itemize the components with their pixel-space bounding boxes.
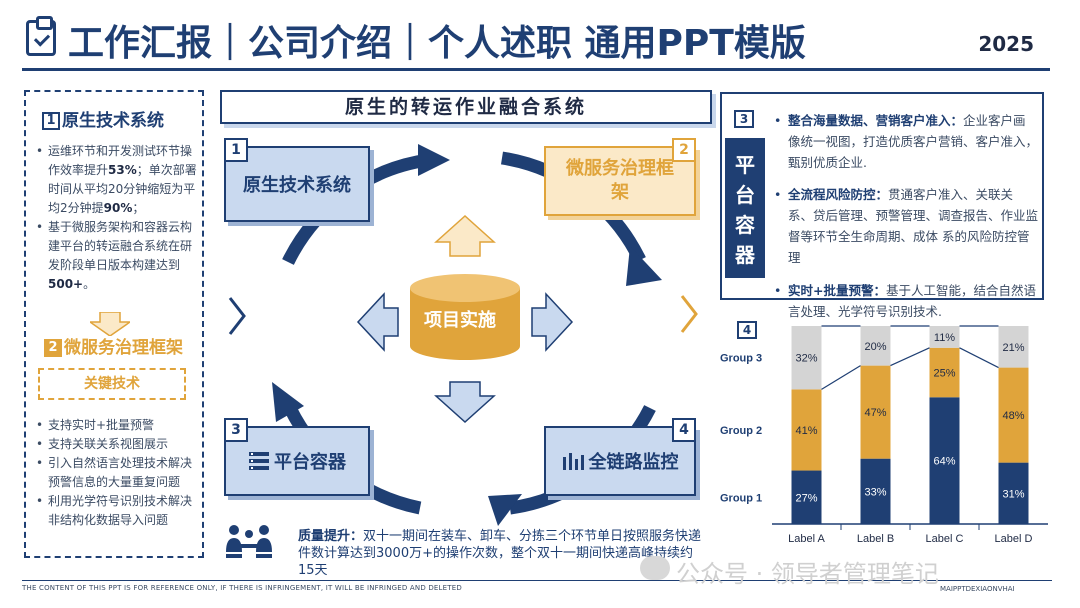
arrow-down-icon — [434, 381, 496, 424]
platform-container-label: 平台容器 — [725, 138, 765, 278]
x-tick-label: Label D — [995, 533, 1033, 545]
footer-disclaimer: THE CONTENT OF THIS PPT IS FOR REFERENCE… — [22, 584, 462, 592]
bar-segment — [860, 365, 891, 459]
list-item: 引入自然语言处理技术解决预警信息的大量重复问题 — [34, 454, 200, 492]
section1-number: 1 — [42, 112, 60, 130]
node-label: 平台容器 — [274, 452, 346, 473]
bar-segment — [791, 326, 822, 390]
year-label: 2025 — [978, 32, 1034, 56]
right-bullet-2: 全流程风险防控：贯通客户准入、关联关系、贷后管理、预警管理、调查报告、作业监督等… — [774, 184, 1038, 268]
right-bullet-1: 整合海量数据、营销客户准入：企业客户画像统一视图，打造优质客户营销、客户准入，甄… — [774, 110, 1038, 173]
bar-segment — [998, 462, 1029, 524]
key-tech-label: 关键技术 — [38, 368, 186, 400]
arrow-right-icon — [531, 292, 574, 352]
node-number: 3 — [224, 418, 248, 442]
bar-segment — [791, 389, 822, 471]
bar-chart-icon — [562, 453, 584, 470]
bar-segment — [791, 470, 822, 524]
node-2: 2 微服务治理框架 — [544, 138, 696, 216]
arrow-left-icon — [356, 292, 399, 352]
node-number: 4 — [672, 418, 696, 442]
section2-title-text: 微服务治理框架 — [64, 338, 183, 358]
bar-data-label: 25% — [933, 368, 955, 380]
list-item: 支持实时+批量预警 — [34, 416, 200, 435]
quality-text: 质量提升：双十一期间在装车、卸车、分拣三个环节单日按照服务快递件数计算达到300… — [298, 529, 702, 578]
wechat-logo-icon — [640, 556, 670, 580]
section2-bullets: 支持实时+批量预警 支持关联关系视图展示 引入自然语言处理技术解决预警信息的大量… — [34, 416, 200, 530]
core-label: 项目实施 — [424, 310, 496, 331]
list-item: 运维环节和开发测试环节操作效率提升53%；单次部署时间从平均20分钟缩短为平均2… — [34, 142, 200, 218]
clipboard-icon — [26, 16, 56, 56]
bar-segment — [860, 326, 891, 366]
arc-arrowhead — [626, 246, 662, 286]
bar-data-label: 47% — [864, 407, 886, 419]
legend-label: Group 2 — [720, 425, 762, 437]
box4-number: 4 — [737, 321, 757, 339]
bar-segment — [929, 397, 960, 524]
bar-data-label: 27% — [795, 492, 817, 504]
node-label: 原生技术系统 — [243, 175, 351, 196]
down-arrow-icon — [90, 312, 130, 336]
section1-bullets: 运维环节和开发测试环节操作效率提升53%；单次部署时间从平均20分钟缩短为平均2… — [34, 142, 200, 294]
list-item: 利用光学符号识别技术解决非结构化数据导入问题 — [34, 492, 200, 530]
bar-segment — [998, 326, 1029, 368]
box3-number: 3 — [734, 110, 754, 128]
cylinder-icon — [410, 274, 520, 360]
connector-line — [821, 365, 861, 390]
section2-number: 2 — [44, 339, 62, 357]
chevron-left-icon — [228, 297, 246, 335]
bar-segment — [929, 347, 960, 398]
arc-arrowhead — [488, 494, 522, 526]
legend-label: Group 3 — [720, 353, 762, 365]
server-icon — [249, 452, 269, 470]
arc-arrowhead — [418, 144, 450, 176]
bar-data-label: 32% — [795, 353, 817, 365]
list-item: 基于微服务架构和容器云构建平台的转运融合系统在研发阶段单日版本构建达到500+。 — [34, 218, 200, 294]
side-label-text: 平台容器 — [735, 153, 755, 267]
bar-segment — [860, 458, 891, 524]
section1-title-text: 原生技术系统 — [62, 111, 164, 131]
bar-segment — [929, 326, 960, 348]
list-item: 支持关联关系视图展示 — [34, 435, 200, 454]
bar-data-label: 20% — [864, 341, 886, 353]
watermark: 公众号 · 领导者管理笔记 — [676, 560, 939, 588]
footer-divider — [22, 580, 1052, 581]
node-3: 3 平台容器 — [224, 418, 370, 496]
connector-line — [890, 347, 930, 367]
footer-brand: MAIPPTDEXIAONVHAI — [940, 585, 1015, 593]
connector-line — [959, 347, 999, 369]
x-tick-label: Label A — [788, 533, 825, 545]
node-number: 1 — [224, 138, 248, 162]
header-divider — [22, 68, 1050, 71]
legend-label: Group 1 — [720, 492, 762, 504]
node-1: 1 原生技术系统 — [224, 138, 370, 222]
bar-data-label: 41% — [795, 425, 817, 437]
chevron-right-icon — [680, 295, 698, 333]
x-tick-label: Label B — [857, 533, 894, 545]
arc-arrowhead — [272, 382, 304, 422]
left-panel — [24, 90, 204, 558]
bar-data-label: 48% — [1002, 410, 1024, 422]
bar-segment — [998, 367, 1029, 463]
x-tick-label: Label C — [926, 533, 964, 545]
arrow-up-icon — [434, 214, 496, 257]
node-number: 2 — [672, 138, 696, 162]
bar-data-label: 11% — [934, 332, 955, 344]
bar-data-label: 21% — [1002, 342, 1024, 354]
stacked-bar-chart: 27% 41% 32% Label A 33% 47% 20% Label B 64% 25% 11… — [720, 325, 1048, 545]
node-4: 4 全链路监控 — [544, 418, 696, 496]
bar-data-label: 33% — [864, 486, 886, 498]
right-bullet-3: 实时+批量预警：基于人工智能，结合自然语言处理、光学符号识别技术. — [774, 280, 1038, 322]
node-label: 微服务治理框架 — [566, 158, 674, 203]
bar-data-label: 64% — [933, 456, 955, 468]
center-title: 原生的转运作业融合系统 — [220, 90, 712, 124]
bar-data-label: 31% — [1002, 488, 1024, 500]
meeting-people-icon — [226, 525, 272, 558]
page-title: 工作汇报｜公司介绍｜个人述职 通用PPT模版 — [68, 23, 806, 64]
node-label: 全链路监控 — [588, 452, 679, 473]
